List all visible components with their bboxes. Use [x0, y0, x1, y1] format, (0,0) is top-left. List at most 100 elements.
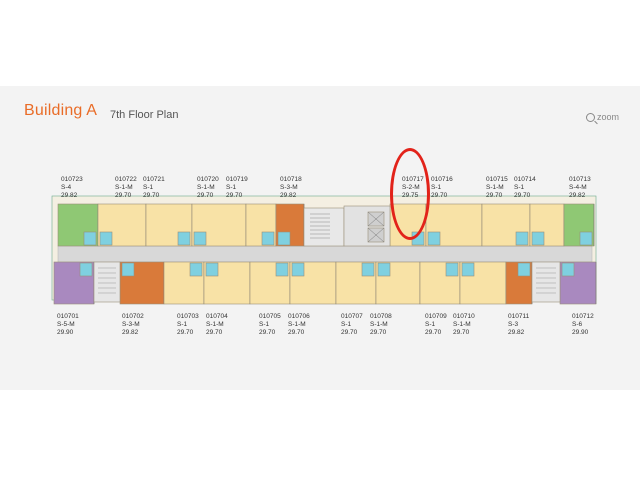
unit-type: S-1-M	[197, 184, 215, 191]
unit-type: S-1	[143, 184, 154, 191]
bathroom-010716	[427, 231, 441, 246]
zoom-label: zoom	[597, 112, 620, 122]
unit-area: 29.70	[206, 329, 223, 336]
bathroom-010712	[561, 262, 575, 277]
unit-area: 29.70	[514, 192, 531, 199]
bathroom-010703	[189, 262, 203, 277]
building-title: Building A	[24, 102, 98, 119]
stair-core	[303, 207, 345, 247]
unit-type: S-6	[572, 321, 583, 328]
unit-area: 29.82	[280, 192, 297, 199]
unit-010721	[145, 203, 193, 247]
bathroom-010715	[515, 231, 529, 246]
unit-id: 010707	[341, 313, 363, 320]
unit-id: 010702	[122, 313, 144, 320]
bathroom-010702	[121, 262, 135, 277]
unit-area: 29.90	[572, 329, 589, 336]
unit-area: 29.70	[288, 329, 305, 336]
unit-id: 010718	[280, 176, 302, 183]
unit-010722	[97, 203, 147, 247]
unit-id: 010716	[431, 176, 453, 183]
unit-id: 010715	[486, 176, 508, 183]
unit-area: 29.70	[341, 329, 358, 336]
unit-type: S-1	[259, 321, 270, 328]
unit-area: 29.70	[259, 329, 276, 336]
unit-type: S-3-M	[122, 321, 140, 328]
bathroom-010723	[83, 231, 97, 246]
unit-area: 29.70	[143, 192, 160, 199]
bathroom-010718	[277, 231, 291, 246]
unit-area: 29.70	[425, 329, 442, 336]
unit-type: S-3-M	[280, 184, 298, 191]
unit-id: 010710	[453, 313, 475, 320]
unit-type: S-4	[61, 184, 72, 191]
unit-type: S-1-M	[115, 184, 133, 191]
elevator-x	[367, 211, 385, 227]
unit-type: S-4-M	[569, 184, 587, 191]
unit-id: 010709	[425, 313, 447, 320]
bathroom-010705	[275, 262, 289, 277]
bathroom-010720	[193, 231, 207, 246]
bathroom-010714	[531, 231, 545, 246]
zoom-button[interactable]: zoom	[586, 112, 619, 122]
unit-id: 010711	[508, 313, 530, 320]
bathroom-010701	[79, 262, 93, 277]
unit-id: 010720	[197, 176, 219, 183]
bathroom-010719	[261, 231, 275, 246]
unit-id: 010714	[514, 176, 536, 183]
unit-id: 010721	[143, 176, 165, 183]
bathroom-010709	[445, 262, 459, 277]
unit-area: 29.82	[61, 192, 78, 199]
unit-area: 29.70	[115, 192, 132, 199]
unit-type: S-1	[425, 321, 436, 328]
magnifier-icon	[586, 112, 595, 122]
unit-id: 010708	[370, 313, 392, 320]
service-core-right	[531, 261, 561, 303]
bathroom-010721	[177, 231, 191, 246]
unit-area: 29.82	[508, 329, 525, 336]
unit-area: 29.82	[569, 192, 586, 199]
unit-type: S-1-M	[288, 321, 306, 328]
bathroom-010707	[361, 262, 375, 277]
bathroom-010708	[377, 262, 391, 277]
corridor	[57, 245, 593, 263]
unit-id: 010701	[57, 313, 79, 320]
unit-id: 010712	[572, 313, 594, 320]
unit-area: 29.70	[486, 192, 503, 199]
unit-area: 29.90	[57, 329, 74, 336]
floor-plan-title: 7th Floor Plan	[110, 109, 179, 121]
bathroom-010710	[461, 262, 475, 277]
unit-id: 010719	[226, 176, 248, 183]
unit-type: S-1-M	[453, 321, 471, 328]
unit-id: 010704	[206, 313, 228, 320]
unit-area: 29.70	[370, 329, 387, 336]
unit-id: 010705	[259, 313, 281, 320]
unit-id: 010722	[115, 176, 137, 183]
unit-type: S-1-M	[486, 184, 504, 191]
bathroom-010713	[579, 231, 593, 246]
unit-type: S-1	[177, 321, 188, 328]
unit-type: S-1-M	[206, 321, 224, 328]
unit-type: S-3	[508, 321, 519, 328]
unit-id: 010713	[569, 176, 591, 183]
unit-area: 29.70	[226, 192, 243, 199]
unit-area: 29.70	[453, 329, 470, 336]
unit-id: 010723	[61, 176, 83, 183]
